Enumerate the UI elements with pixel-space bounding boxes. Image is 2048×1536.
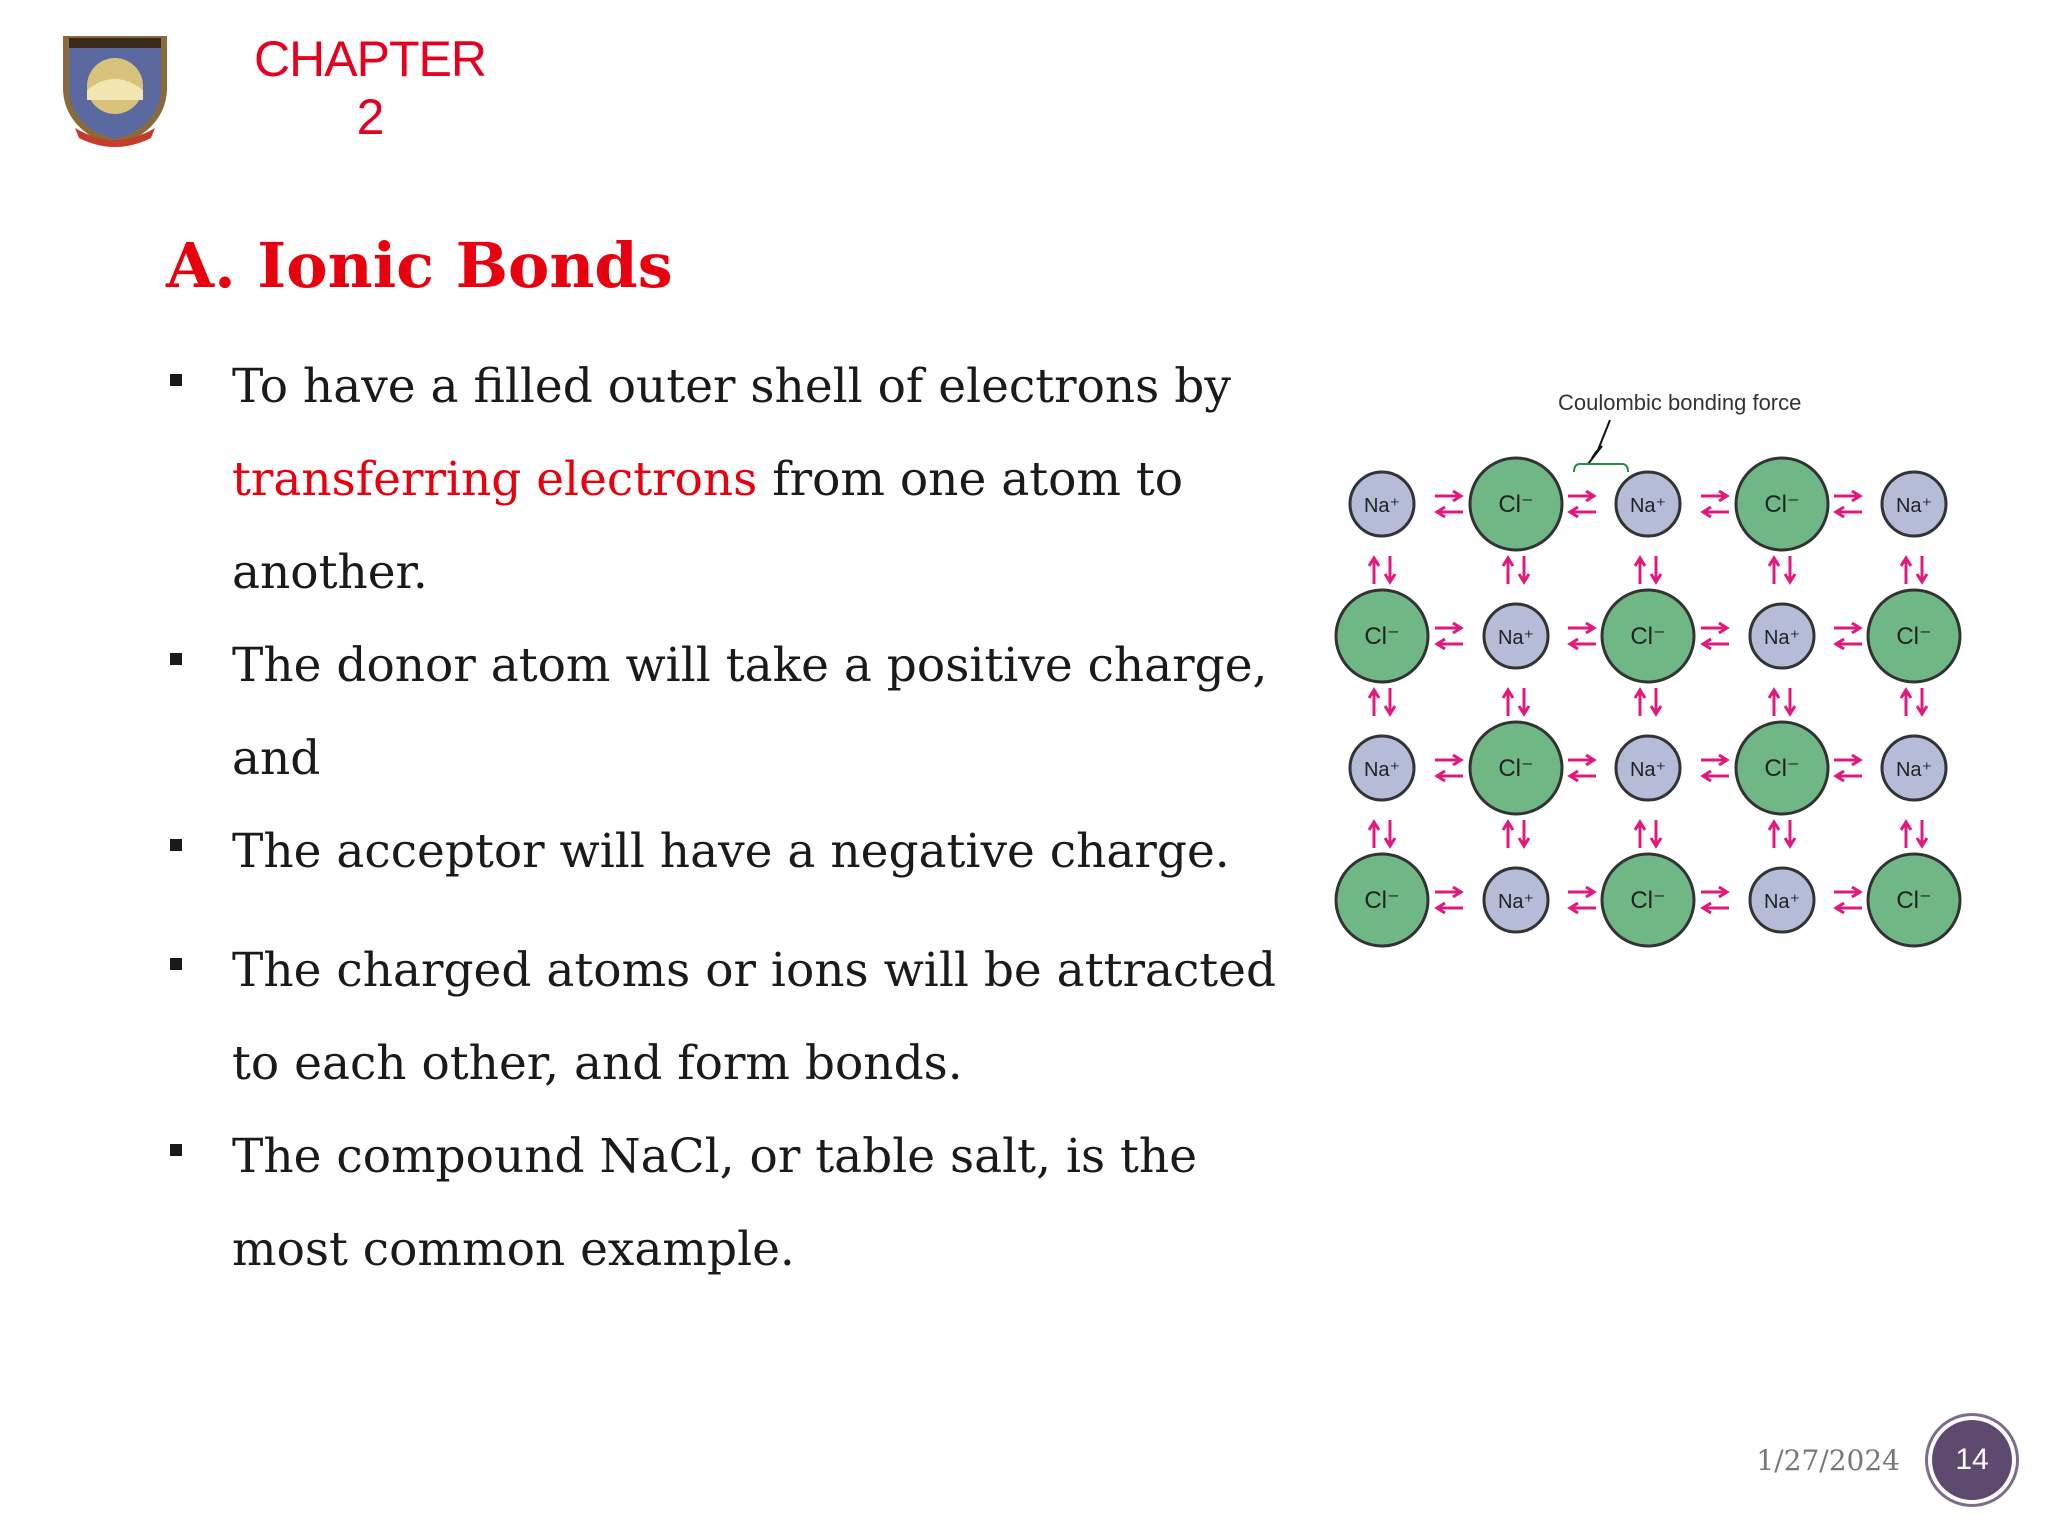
ion-label: Cl⁻	[1364, 887, 1399, 914]
coulomb-arrow-pair	[1567, 489, 1597, 519]
ion-layer: Na⁺ Cl⁻ Na⁺ Cl⁻ Na⁺ Cl⁻ Na⁺ Cl⁻ Na⁺ Cl⁻ Na⁺ Cl⁻ Na⁺ C…	[1334, 456, 1962, 948]
coulomb-arrow-pair	[1899, 687, 1929, 717]
ion-label: Cl⁻	[1896, 887, 1931, 914]
ion-label: Na⁺	[1498, 891, 1534, 913]
ion-label: Cl⁻	[1896, 623, 1931, 650]
coulomb-arrow-pair	[1633, 555, 1663, 585]
coulomb-arrow-pair	[1567, 753, 1597, 783]
coulomb-arrow-pair	[1434, 885, 1464, 915]
coulomb-arrow-pair	[1501, 819, 1531, 849]
coulomb-arrow-pair	[1700, 489, 1730, 519]
ion-label: Na⁺	[1896, 495, 1932, 517]
coulomb-arrow-pair	[1767, 687, 1797, 717]
bullet-item: The donor atom will take a positive char…	[166, 619, 1306, 805]
sodium-ion: Na⁺	[1348, 470, 1416, 538]
chloride-ion: Cl⁻	[1866, 852, 1962, 948]
highlighted-text: transferring electrons	[232, 452, 758, 507]
coulomb-arrow-pair	[1434, 621, 1464, 651]
ion-label: Na⁺	[1364, 759, 1400, 781]
coulomb-arrow-pair	[1567, 885, 1597, 915]
coulomb-arrow-pair	[1633, 819, 1663, 849]
sodium-ion: Na⁺	[1614, 470, 1682, 538]
ion-label: Cl⁻	[1630, 623, 1665, 650]
chloride-ion: Cl⁻	[1734, 456, 1830, 552]
ion-label: Cl⁻	[1364, 623, 1399, 650]
bullet-list: To have a filled outer shell of electron…	[166, 340, 1306, 1296]
bullet-item: The acceptor will have a negative charge…	[166, 805, 1306, 898]
chloride-ion: Cl⁻	[1468, 720, 1564, 816]
ion-label: Cl⁻	[1764, 755, 1799, 782]
chloride-ion: Cl⁻	[1468, 456, 1564, 552]
ion-label: Cl⁻	[1498, 755, 1533, 782]
sodium-ion: Na⁺	[1482, 866, 1550, 934]
coulomb-arrow-pair	[1567, 621, 1597, 651]
sodium-ion: Na⁺	[1614, 734, 1682, 802]
coulomb-arrow-pair	[1833, 621, 1863, 651]
slide-date: 1/27/2024	[1756, 1444, 1900, 1477]
coulomb-arrow-pair	[1367, 687, 1397, 717]
coulomb-arrow-pair	[1833, 753, 1863, 783]
bullet-item: To have a filled outer shell of electron…	[166, 340, 1306, 619]
coulomb-arrow-pair	[1434, 753, 1464, 783]
sodium-ion: Na⁺	[1348, 734, 1416, 802]
pointer-arrowhead	[1587, 445, 1603, 465]
coulomb-arrow-pair	[1367, 819, 1397, 849]
ion-label: Na⁺	[1764, 891, 1800, 913]
sodium-ion: Na⁺	[1748, 602, 1816, 670]
coulomb-arrow-pair	[1700, 885, 1730, 915]
coulomb-arrow-pair	[1767, 555, 1797, 585]
coulomb-arrow-pair	[1767, 819, 1797, 849]
ion-label: Na⁺	[1630, 495, 1666, 517]
coulomb-arrow-pair	[1833, 489, 1863, 519]
chloride-ion: Cl⁻	[1600, 588, 1696, 684]
sodium-ion: Na⁺	[1880, 470, 1948, 538]
coulomb-arrow-pair	[1700, 753, 1730, 783]
chloride-ion: Cl⁻	[1866, 588, 1962, 684]
coulomb-arrow-pair	[1633, 687, 1663, 717]
coulombic-force-label: Coulombic bonding force	[1558, 390, 1801, 415]
arrow-layer	[1367, 489, 1929, 915]
ion-label: Na⁺	[1498, 627, 1534, 649]
slide-title: A. Ionic Bonds	[166, 229, 673, 302]
coulomb-arrow-pair	[1434, 489, 1464, 519]
ion-label: Cl⁻	[1630, 887, 1665, 914]
pointer-line	[1597, 419, 1611, 451]
coulomb-arrow-pair	[1501, 555, 1531, 585]
chloride-ion: Cl⁻	[1600, 852, 1696, 948]
ion-label: Cl⁻	[1498, 491, 1533, 518]
coulomb-arrow-pair	[1367, 555, 1397, 585]
bullet-item: The compound NaCl, or table salt, is the…	[166, 1110, 1306, 1296]
bullet-text: from one atom to another.	[232, 452, 1184, 600]
coulomb-arrow-pair	[1501, 687, 1531, 717]
page-number-badge: 14	[1932, 1420, 2012, 1500]
chapter-label: CHAPTER 2	[254, 31, 487, 145]
university-logo	[63, 36, 167, 147]
bullet-item: The charged atoms or ions will be attrac…	[166, 924, 1306, 1110]
ion-label: Cl⁻	[1764, 491, 1799, 518]
coulomb-arrow-pair	[1899, 555, 1929, 585]
force-bracket	[1573, 463, 1629, 473]
ion-label: Na⁺	[1764, 627, 1800, 649]
coulomb-arrow-pair	[1899, 819, 1929, 849]
chloride-ion: Cl⁻	[1734, 720, 1830, 816]
ion-label: Na⁺	[1896, 759, 1932, 781]
coulomb-arrow-pair	[1833, 885, 1863, 915]
sodium-ion: Na⁺	[1748, 866, 1816, 934]
ion-label: Na⁺	[1630, 759, 1666, 781]
chloride-ion: Cl⁻	[1334, 588, 1430, 684]
bullet-text: To have a filled outer shell of electron…	[232, 359, 1231, 414]
chloride-ion: Cl⁻	[1334, 852, 1430, 948]
ion-label: Na⁺	[1364, 495, 1400, 517]
sodium-ion: Na⁺	[1482, 602, 1550, 670]
coulomb-arrow-pair	[1700, 621, 1730, 651]
nacl-lattice-diagram: Coulombic bonding force Na⁺ Cl⁻ Na⁺ Cl⁻ Na⁺ C…	[1334, 390, 1962, 948]
sodium-ion: Na⁺	[1880, 734, 1948, 802]
